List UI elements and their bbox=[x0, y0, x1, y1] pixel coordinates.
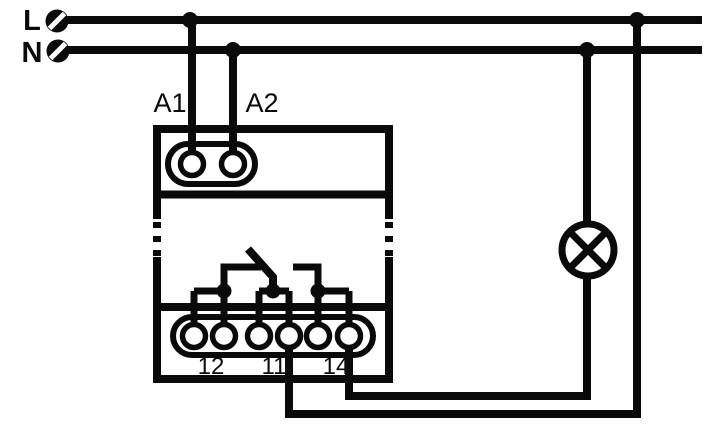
coil-terminal-pill bbox=[165, 141, 258, 187]
terminal-label-12: 12 bbox=[198, 353, 225, 380]
common-node-dot bbox=[265, 283, 281, 299]
terminal-label-14: 14 bbox=[323, 353, 350, 380]
nc-fixed-contact bbox=[220, 263, 261, 291]
junction-dot-phase-right bbox=[629, 12, 645, 28]
neutral-screw-terminal-icon bbox=[46, 39, 70, 63]
coil-label-a1: A1 bbox=[153, 88, 186, 118]
relay-module-outline bbox=[153, 125, 393, 383]
relay-coil-section bbox=[153, 125, 393, 199]
lamp-icon bbox=[558, 220, 618, 280]
output-terminal-circle-3 bbox=[244, 321, 274, 351]
coil-terminal-a1 bbox=[177, 149, 207, 179]
coil-label-a2: A2 bbox=[245, 88, 278, 118]
coil-terminal-a2 bbox=[218, 149, 248, 179]
junction-dot-phase-a1 bbox=[182, 12, 198, 28]
output-terminal-pill bbox=[170, 314, 376, 358]
wire-no-to-lamp bbox=[345, 50, 591, 400]
contact-terminal-stems bbox=[190, 291, 353, 336]
output-terminal-circle-4 bbox=[274, 321, 304, 351]
nc-node-dot bbox=[216, 283, 232, 299]
junction-dots bbox=[182, 12, 645, 58]
output-terminal-circle-6 bbox=[334, 321, 364, 351]
supply-lines bbox=[66, 16, 702, 54]
phase-label: L bbox=[23, 5, 41, 37]
no-node-dot bbox=[310, 283, 326, 299]
output-terminal-circle-5 bbox=[303, 321, 333, 351]
junction-dot-neutral-a2 bbox=[225, 42, 241, 58]
output-terminal-circle-2 bbox=[209, 321, 239, 351]
no-fixed-contact bbox=[293, 263, 322, 291]
relay-output-terminal-block bbox=[170, 314, 376, 358]
relay-side-break-dots bbox=[153, 222, 393, 256]
junction-dot-neutral-lamp bbox=[579, 42, 595, 58]
output-terminal-circle-1 bbox=[179, 321, 209, 351]
relay-coil-terminal-block bbox=[165, 141, 258, 187]
phase-screw-terminal-icon bbox=[45, 9, 69, 33]
terminal-label-11: 11 bbox=[262, 353, 287, 380]
changeover-contact bbox=[190, 246, 353, 336]
neutral-label: N bbox=[22, 37, 43, 69]
relay-output-section bbox=[153, 303, 393, 383]
